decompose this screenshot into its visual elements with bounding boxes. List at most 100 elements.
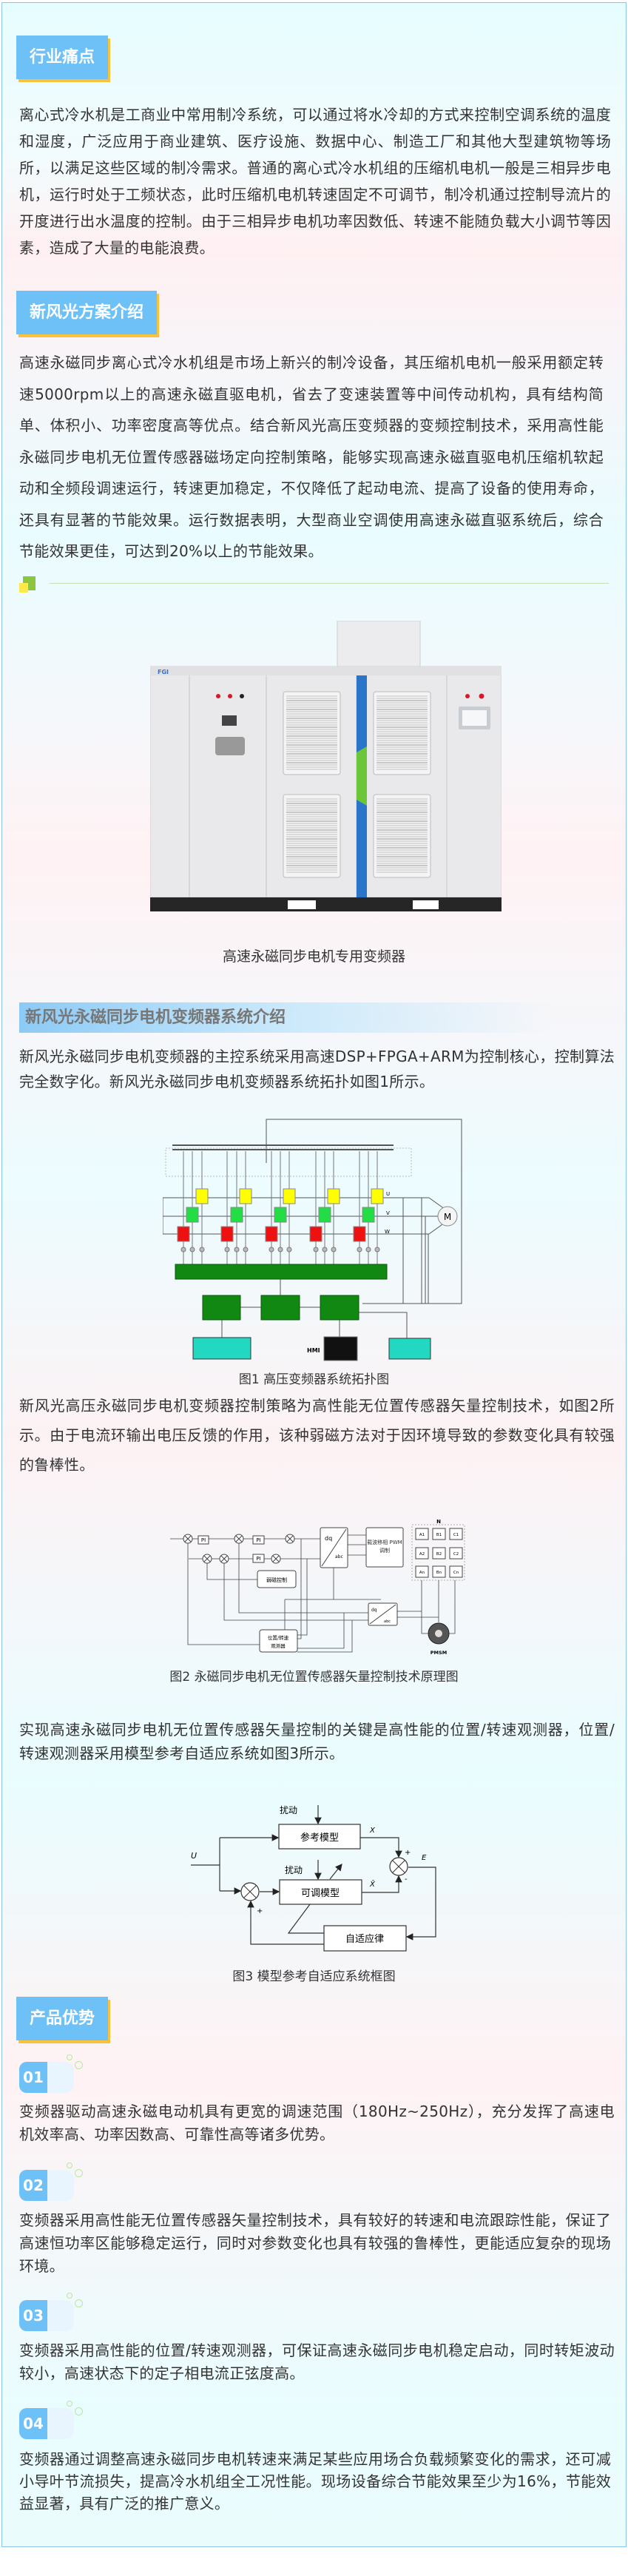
n-label: N xyxy=(436,1519,441,1525)
figure-2-vector-control-diagram: PI PI PI dq abc dq abc 载波移相 PWM调制 弱磁控制 位… xyxy=(170,1519,465,1656)
power-cell-green xyxy=(274,1207,287,1223)
section-header-pain-points: 行业痛点 xyxy=(16,36,109,79)
dq-label-2: dq xyxy=(371,1608,377,1613)
main-control-box xyxy=(260,1295,300,1321)
power-cell-label: B2 xyxy=(436,1552,442,1557)
power-cell-yellow xyxy=(239,1188,252,1204)
adaptive-law-box xyxy=(323,1925,407,1952)
power-cell-box xyxy=(449,1528,463,1540)
power-cell-red xyxy=(353,1226,366,1242)
power-cell-box xyxy=(449,1547,463,1560)
input-u-label: U xyxy=(191,1851,197,1861)
divider-squares-icon xyxy=(19,576,36,593)
system-text-3: 实现高速永磁同步电机无位置传感器矢量控制的关键是高性能的位置/转速观测器，位置/… xyxy=(19,1721,615,1762)
advantage-badge-04: 04 xyxy=(19,2401,83,2439)
user-box xyxy=(192,1337,251,1360)
advantage-text-01: 变频器驱动高速永磁电动机具有更宽的调速范围（180Hz~250Hz），充分发挥了… xyxy=(19,2103,615,2143)
system-text-2: 新风光高压永磁同步电机变频器控制策略为高性能无位置传感器矢量控制技术，如图2所示… xyxy=(19,1397,615,1474)
advantage-badge-03: 03 xyxy=(19,2293,83,2331)
power-cell-box xyxy=(432,1528,446,1540)
adjustable-model-box xyxy=(279,1879,362,1905)
phase-v-label: V xyxy=(386,1210,390,1216)
power-cell-label: A2 xyxy=(419,1552,425,1557)
motor-icon xyxy=(437,1206,458,1227)
fiber-interface-bar xyxy=(175,1264,388,1280)
product-caption: 高速永磁同步电机专用变频器 xyxy=(222,948,405,965)
power-cell-box xyxy=(415,1547,429,1560)
power-cell-box xyxy=(415,1528,429,1540)
advantage-badge-02: 02 xyxy=(19,2162,83,2201)
pi-label: PI xyxy=(256,1537,260,1543)
weak-field-label: 弱磁控制 xyxy=(266,1577,287,1583)
power-cell-green xyxy=(230,1207,243,1223)
power-cell-box xyxy=(449,1565,463,1578)
product-image: FGI xyxy=(150,621,502,911)
adjustable-model-label: 可调模型 xyxy=(301,1888,340,1899)
observer-label-2: 观测器 xyxy=(271,1643,286,1649)
disturbance-label: 扰动 xyxy=(280,1805,297,1815)
phase-u-label: U xyxy=(386,1191,390,1197)
section-header-solution: 新风光方案介绍 xyxy=(16,291,158,334)
power-cell-green xyxy=(362,1207,375,1223)
power-cell-yellow xyxy=(327,1188,340,1204)
pmsm-label: PMSM xyxy=(431,1650,447,1656)
power-cell-yellow xyxy=(283,1188,296,1204)
interface-box xyxy=(320,1295,359,1321)
solution-text: 高速永磁同步离心式冷水机组是市场上新兴的制冷设备，其压缩机电机一般采用额定转速5… xyxy=(19,354,604,560)
plus-sign: + xyxy=(405,1849,411,1857)
figure-1-caption: 图1 高压变频器系统拓扑图 xyxy=(238,1372,390,1387)
figure-3-mras-diagram: 参考模型 可调模型 自适应律 扰动 扰动 U X X̂ E + - + xyxy=(191,1805,436,1952)
power-cell-label: C2 xyxy=(453,1552,459,1557)
power-cell-green xyxy=(186,1207,199,1223)
section-header-system: 新风光永磁同步电机变频器系统介绍 xyxy=(19,1002,611,1033)
adaptive-law-label: 自适应律 xyxy=(345,1933,384,1945)
pain-points-text: 离心式冷水机是工商业中常用制冷系统，可以通过将水冷却的方式来控制空调系统的温度和… xyxy=(19,106,611,257)
power-cell-label: C1 xyxy=(453,1533,459,1537)
section-header-advantages: 产品优势 xyxy=(16,1997,109,2040)
power-cell-yellow xyxy=(195,1188,209,1204)
power-cell-label: Cn xyxy=(453,1571,459,1575)
system-text-1: 新风光永磁同步电机变频器的主控系统采用高速DSP+FPGA+ARM为控制核心，控… xyxy=(19,1048,615,1090)
power-cell-red xyxy=(177,1226,190,1242)
abc-label-2: abc xyxy=(384,1619,391,1624)
power-cell-label: B1 xyxy=(436,1533,442,1537)
power-cell-label: An xyxy=(419,1571,425,1575)
power-cell-red xyxy=(309,1226,323,1242)
abc-label: abc xyxy=(335,1554,343,1560)
reference-model-box xyxy=(278,1824,361,1850)
plus-sign: + xyxy=(257,1907,263,1915)
divider-line xyxy=(50,583,609,584)
figure-2-caption: 图2 永磁同步电机无位置传感器矢量控制技术原理图 xyxy=(169,1670,459,1685)
advantage-text-02: 变频器采用高性能无位置传感器矢量控制技术，具有较好的转速和电流跟踪性能，保证了高… xyxy=(19,2211,611,2275)
output-xhat-label: X̂ xyxy=(369,1879,376,1889)
external-box xyxy=(388,1338,431,1360)
pi-label: PI xyxy=(256,1556,260,1562)
power-cell-red xyxy=(265,1226,278,1242)
power-cell-box xyxy=(432,1565,446,1578)
power-cell-red xyxy=(220,1226,234,1242)
power-cell-label: Bn xyxy=(436,1571,442,1575)
output-x-label: X xyxy=(369,1827,376,1835)
dq-label: dq xyxy=(325,1535,332,1542)
figure-1-topology-diagram: HMI M U V W xyxy=(163,1119,462,1361)
hmi-screen xyxy=(323,1336,358,1361)
advantage-text-04: 变频器通过调整高速永磁同步电机转速来满足某些应用场合负载频繁变化的需求，还可减小… xyxy=(19,2450,611,2512)
expansion-box xyxy=(202,1295,241,1321)
error-e-label: E xyxy=(422,1854,427,1862)
advantage-badge-01: 01 xyxy=(19,2054,83,2093)
power-cell-box xyxy=(415,1565,429,1578)
power-cell-label: A1 xyxy=(419,1533,425,1537)
pi-label: PI xyxy=(201,1537,206,1543)
figure-3-caption: 图3 模型参考自适应系统框图 xyxy=(232,1969,396,1984)
observer-label-1: 位置/转速 xyxy=(268,1634,289,1641)
phase-w-label: W xyxy=(385,1229,390,1235)
reference-model-label: 参考模型 xyxy=(300,1832,339,1844)
power-cell-box xyxy=(432,1547,446,1560)
hmi-label: HMI xyxy=(307,1347,320,1354)
advantage-text-03: 变频器采用高性能的位置/转速观测器，可保证高速永磁同步电机稳定启动，同时转矩波动… xyxy=(19,2341,615,2382)
pwm-label: 载波移相 PWM调制 xyxy=(367,1540,402,1554)
disturbance-label-2: 扰动 xyxy=(285,1865,303,1875)
motor-label: M xyxy=(444,1212,451,1222)
minus-sign: - xyxy=(405,1875,408,1884)
power-cell-green xyxy=(318,1207,331,1223)
